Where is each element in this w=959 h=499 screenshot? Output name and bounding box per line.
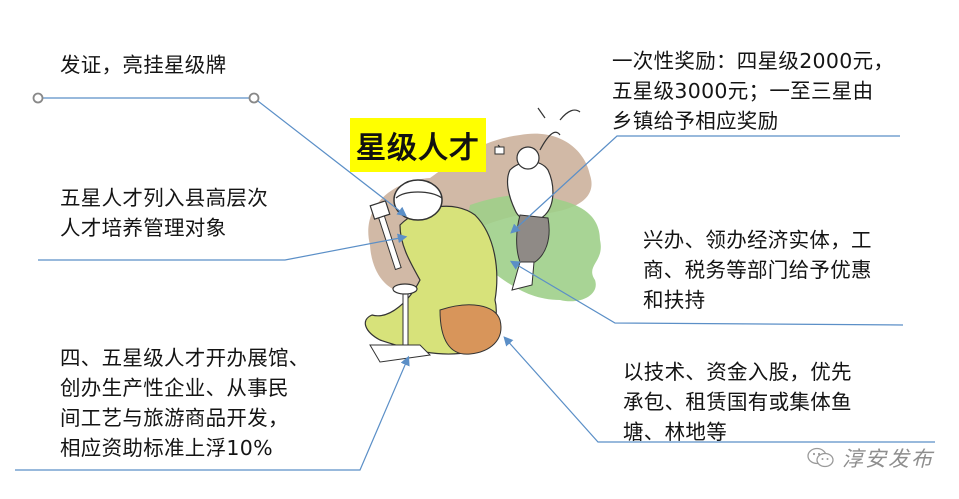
- callout-reward: 一次性奖励：四星级2000元， 五星级3000元；一至三星由 乡镇给予相应奖励: [612, 49, 895, 133]
- callout-county-talent: 五星人才列入县高层次 人才培养管理对象: [60, 186, 268, 240]
- young-man-head: [516, 146, 540, 170]
- young-man-legs: [511, 261, 535, 291]
- watermark-text: 淳安发布: [842, 447, 934, 471]
- connector-exhibition: [15, 355, 410, 471]
- craftsmen-illustration: [364, 107, 601, 363]
- old-man-head: [393, 179, 443, 221]
- wechat-icon: [807, 447, 834, 468]
- stone-block: [369, 344, 432, 363]
- title-text: 星级人才: [356, 131, 480, 166]
- connector-reward: [510, 135, 900, 234]
- line-endpoint-left: [32, 92, 44, 104]
- callout-certificate: 发证，亮挂星级牌: [60, 53, 227, 77]
- connector-equity: [503, 336, 935, 443]
- callout-exhibition-subsidy: 四、五星级人才开办展馆、 创办生产性企业、从事民 间工艺与旅游商品开发， 相应资…: [60, 346, 310, 460]
- title-badge: 星级人才: [350, 118, 486, 172]
- callout-business-support: 兴办、领办经济实体，工 商、税务等部门给予优惠 和扶持: [643, 228, 872, 312]
- hammer-head: [369, 200, 391, 220]
- chisel: [402, 289, 409, 349]
- old-man-robe-lower: [439, 304, 502, 355]
- connector-business: [509, 260, 904, 326]
- line-endpoint-right: [248, 92, 260, 104]
- callout-equity-lease: 以技术、资金入股，优先 承包、租赁国有或集体鱼 塘、林地等: [623, 360, 852, 444]
- connector-county-talent: [38, 233, 408, 261]
- watermark: 淳安发布: [806, 443, 934, 473]
- connector-lines: [15, 92, 935, 471]
